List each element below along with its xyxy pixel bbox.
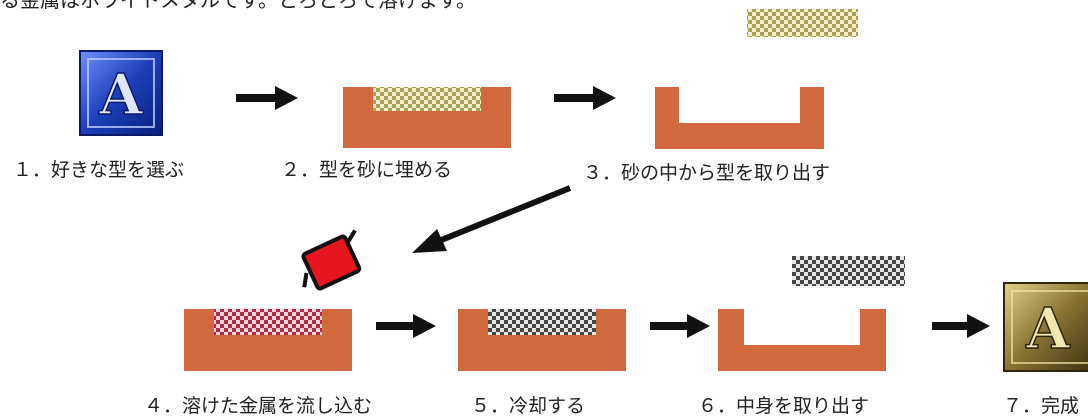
arrow-right-icon [650,314,710,338]
empty-sand-mold [655,9,858,149]
sand-mold-cooling [458,309,626,371]
top-caption: る金属はホワイトメタルです。とろとろで溶けます。 [0,0,476,12]
step-1-label: １．好きな型を選ぶ [13,159,185,181]
emblem-letter: A [98,62,144,128]
step-5-label: ５．冷却する [471,395,586,417]
lifted-pattern [747,9,858,37]
sand-mold-buried-pattern [343,87,511,148]
step-4-label: ４．溶けた金属を流し込む [144,395,373,417]
arrow-right-icon [376,314,436,338]
step-7-label: ７．完成 [1003,395,1080,417]
empty-mold-removed-casting [718,256,905,371]
ladle-icon [301,229,362,291]
sand-mold-molten-metal [184,309,352,371]
arrow-right-icon [236,86,298,110]
step-2-label: ２．型を砂に埋める [281,159,453,181]
emblem-letter: A [1025,296,1071,362]
step-6-label: ６．中身を取り出す [698,395,870,417]
gold-emblem-icon: A [1003,282,1088,372]
arrow-right-icon [554,86,616,110]
removed-casting [792,256,905,286]
step-3-label: ３．砂の中から型を取り出す [583,162,831,184]
arrow-diagonal-icon [412,185,572,253]
arrow-right-icon [932,314,990,338]
blue-emblem-icon: A [79,50,163,136]
